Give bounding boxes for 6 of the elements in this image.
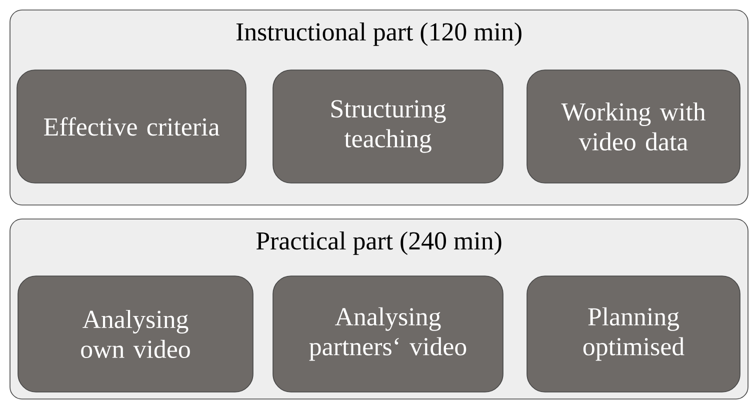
topic-box: Planning optimised (526, 276, 740, 392)
topic-box: Structuring teaching (272, 70, 504, 184)
topic-box: Working with video data (526, 70, 740, 184)
topic-box: Effective criteria (16, 70, 246, 184)
topic-box: Analysing own video (18, 276, 254, 392)
topic-box: Analysing partners‘ video (272, 276, 504, 392)
